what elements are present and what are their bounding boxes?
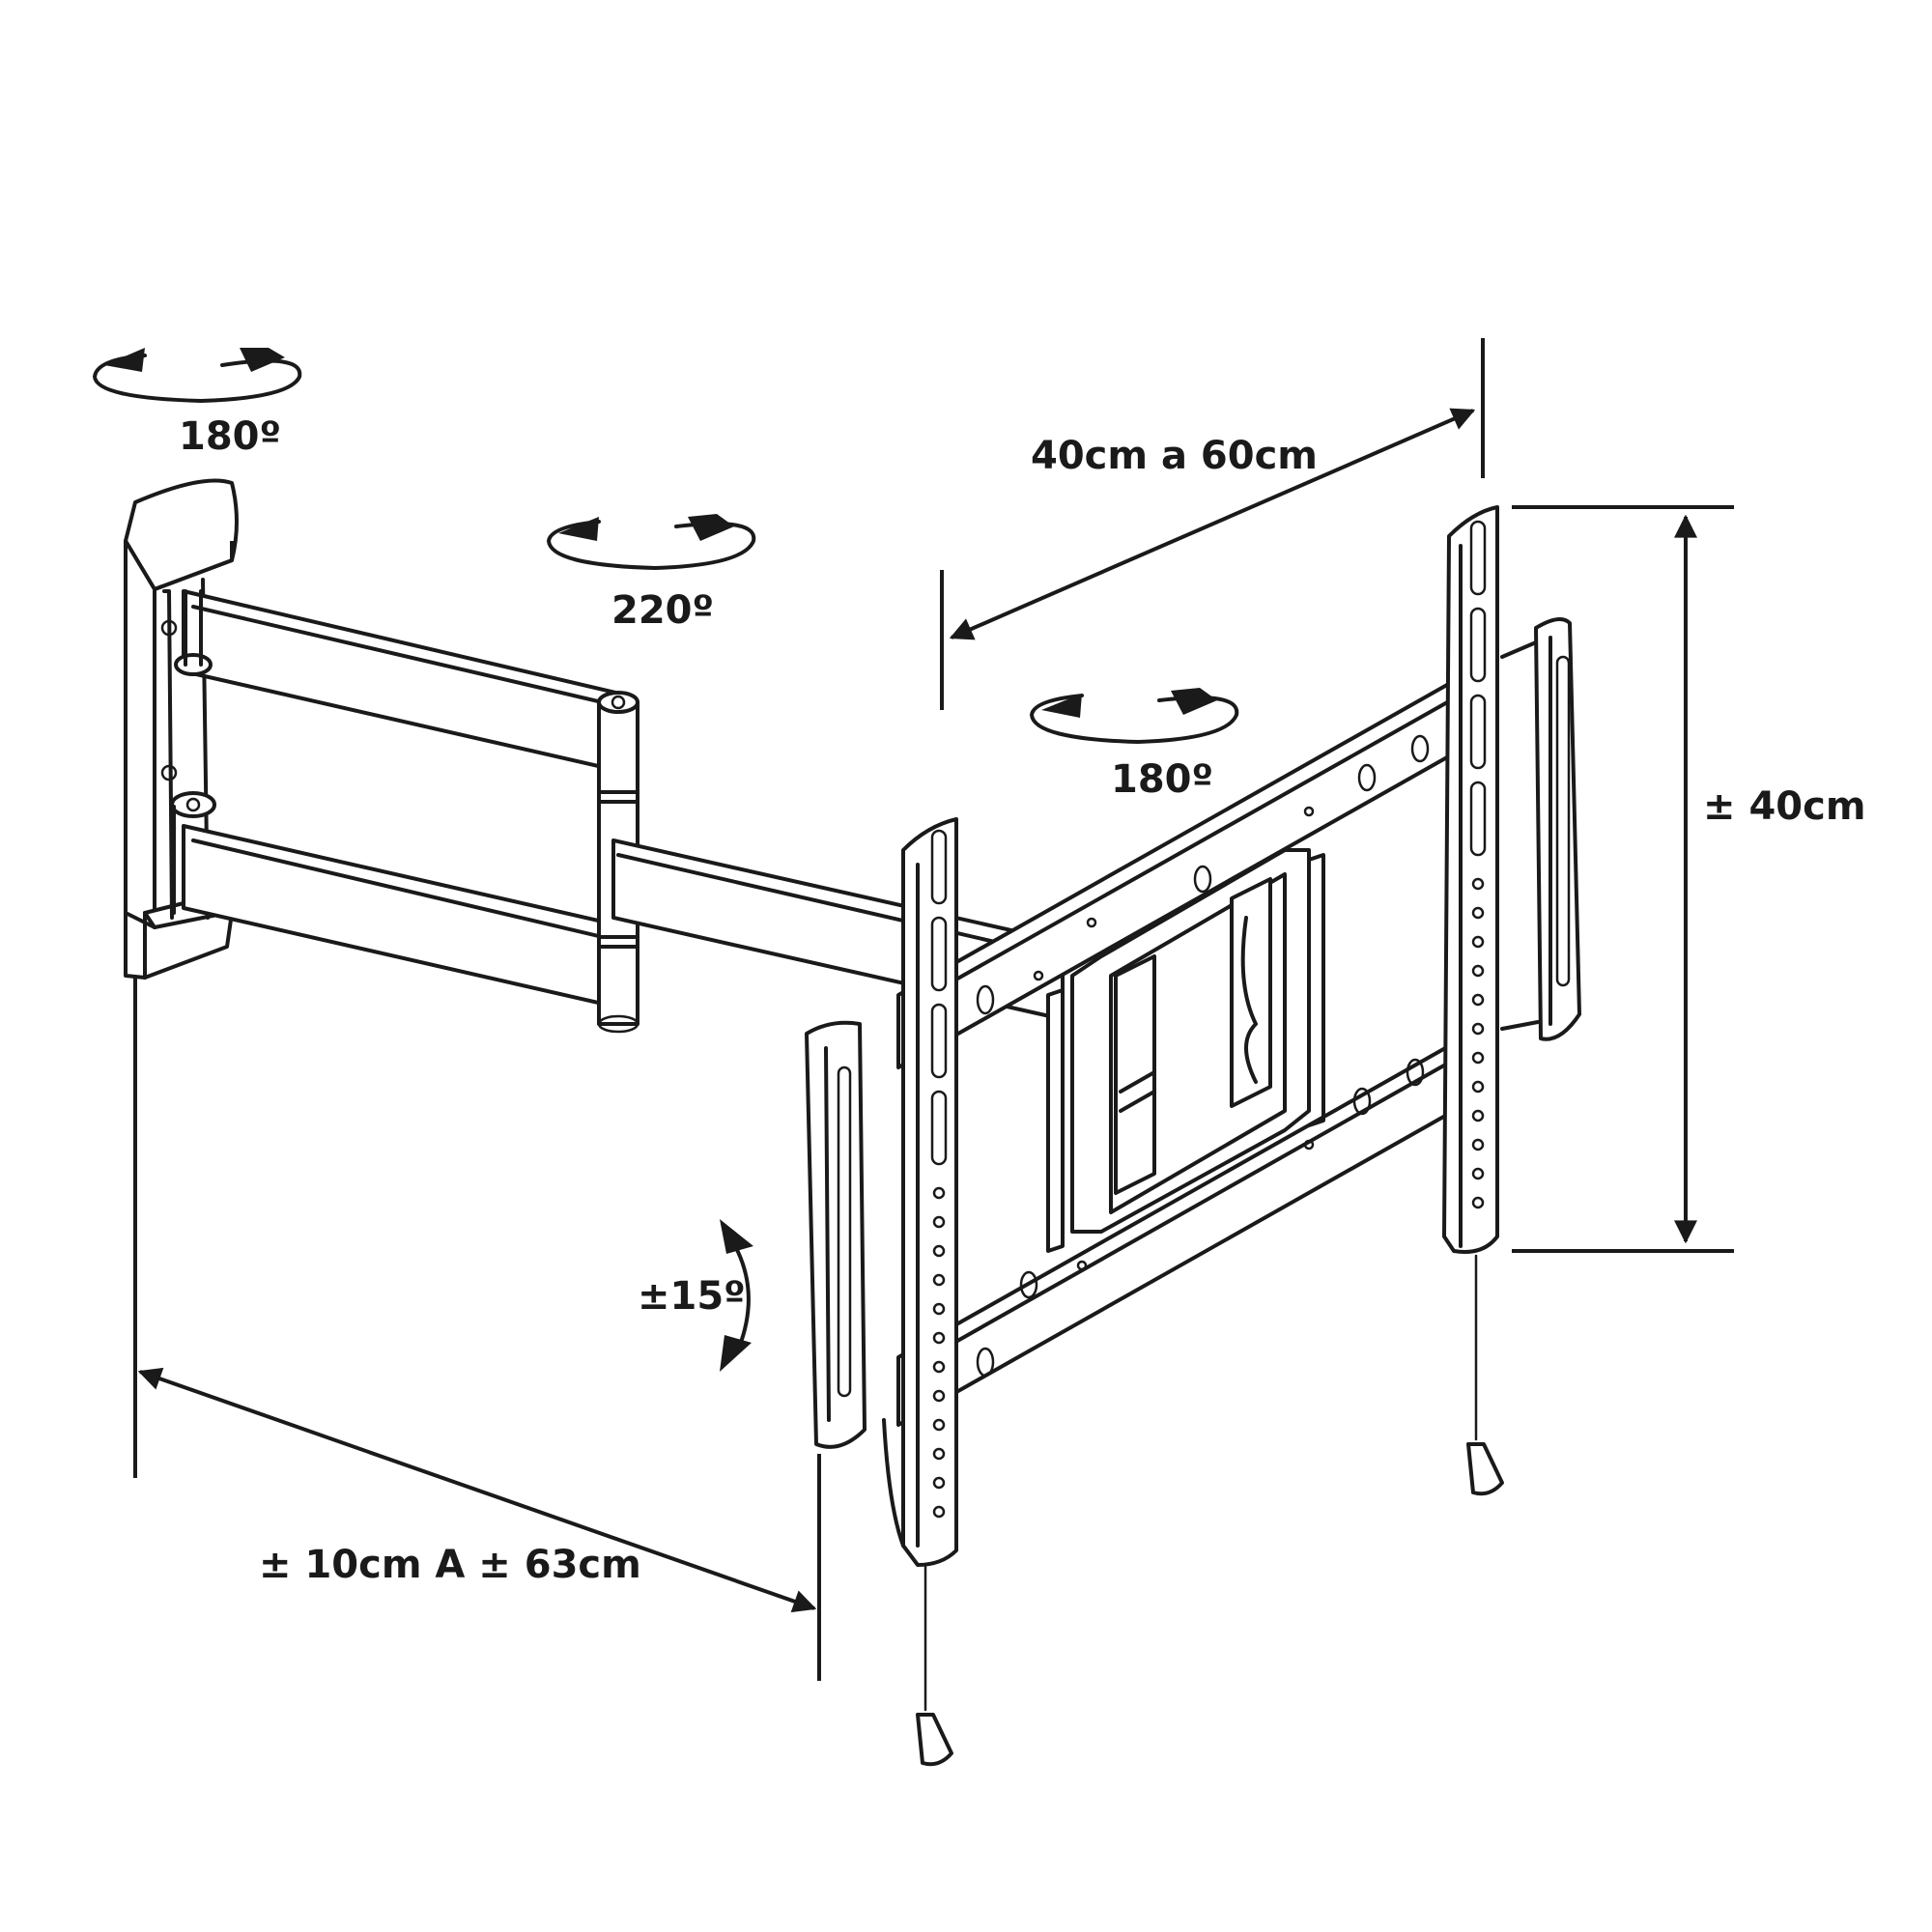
wall-plate: [124, 478, 239, 980]
dimension-extension: [133, 978, 821, 1681]
left-vertical-rail: [882, 817, 958, 1767]
swing-arm-upper: [174, 589, 630, 775]
arm-swivel-label: 220º: [611, 588, 714, 633]
tilt-arrow: [720, 1219, 753, 1372]
rotation-arrow-wall: [93, 348, 302, 403]
vesa-height-label: ± 40cm: [1703, 784, 1866, 829]
extension-label: ± 10cm A ± 63cm: [259, 1543, 641, 1587]
plate-swivel-label: 180º: [1111, 757, 1213, 802]
left-outer-bracket: [805, 1020, 867, 1449]
rotation-arrow-arm: [547, 514, 756, 570]
tilt-label: ±15º: [638, 1274, 746, 1319]
dimension-vesa-height: [1512, 505, 1734, 1253]
vesa-width-label: 40cm a 60cm: [1031, 434, 1318, 478]
wall-swivel-label: 180º: [179, 414, 281, 459]
rotation-arrow-plate: [1030, 688, 1239, 744]
tv-adapter-plate: [896, 679, 1456, 1427]
right-outer-bracket: [1500, 617, 1581, 1041]
swing-arm-lower: [170, 791, 630, 1011]
dimension-vesa-width: [940, 338, 1485, 710]
right-vertical-rail: [1442, 505, 1504, 1496]
